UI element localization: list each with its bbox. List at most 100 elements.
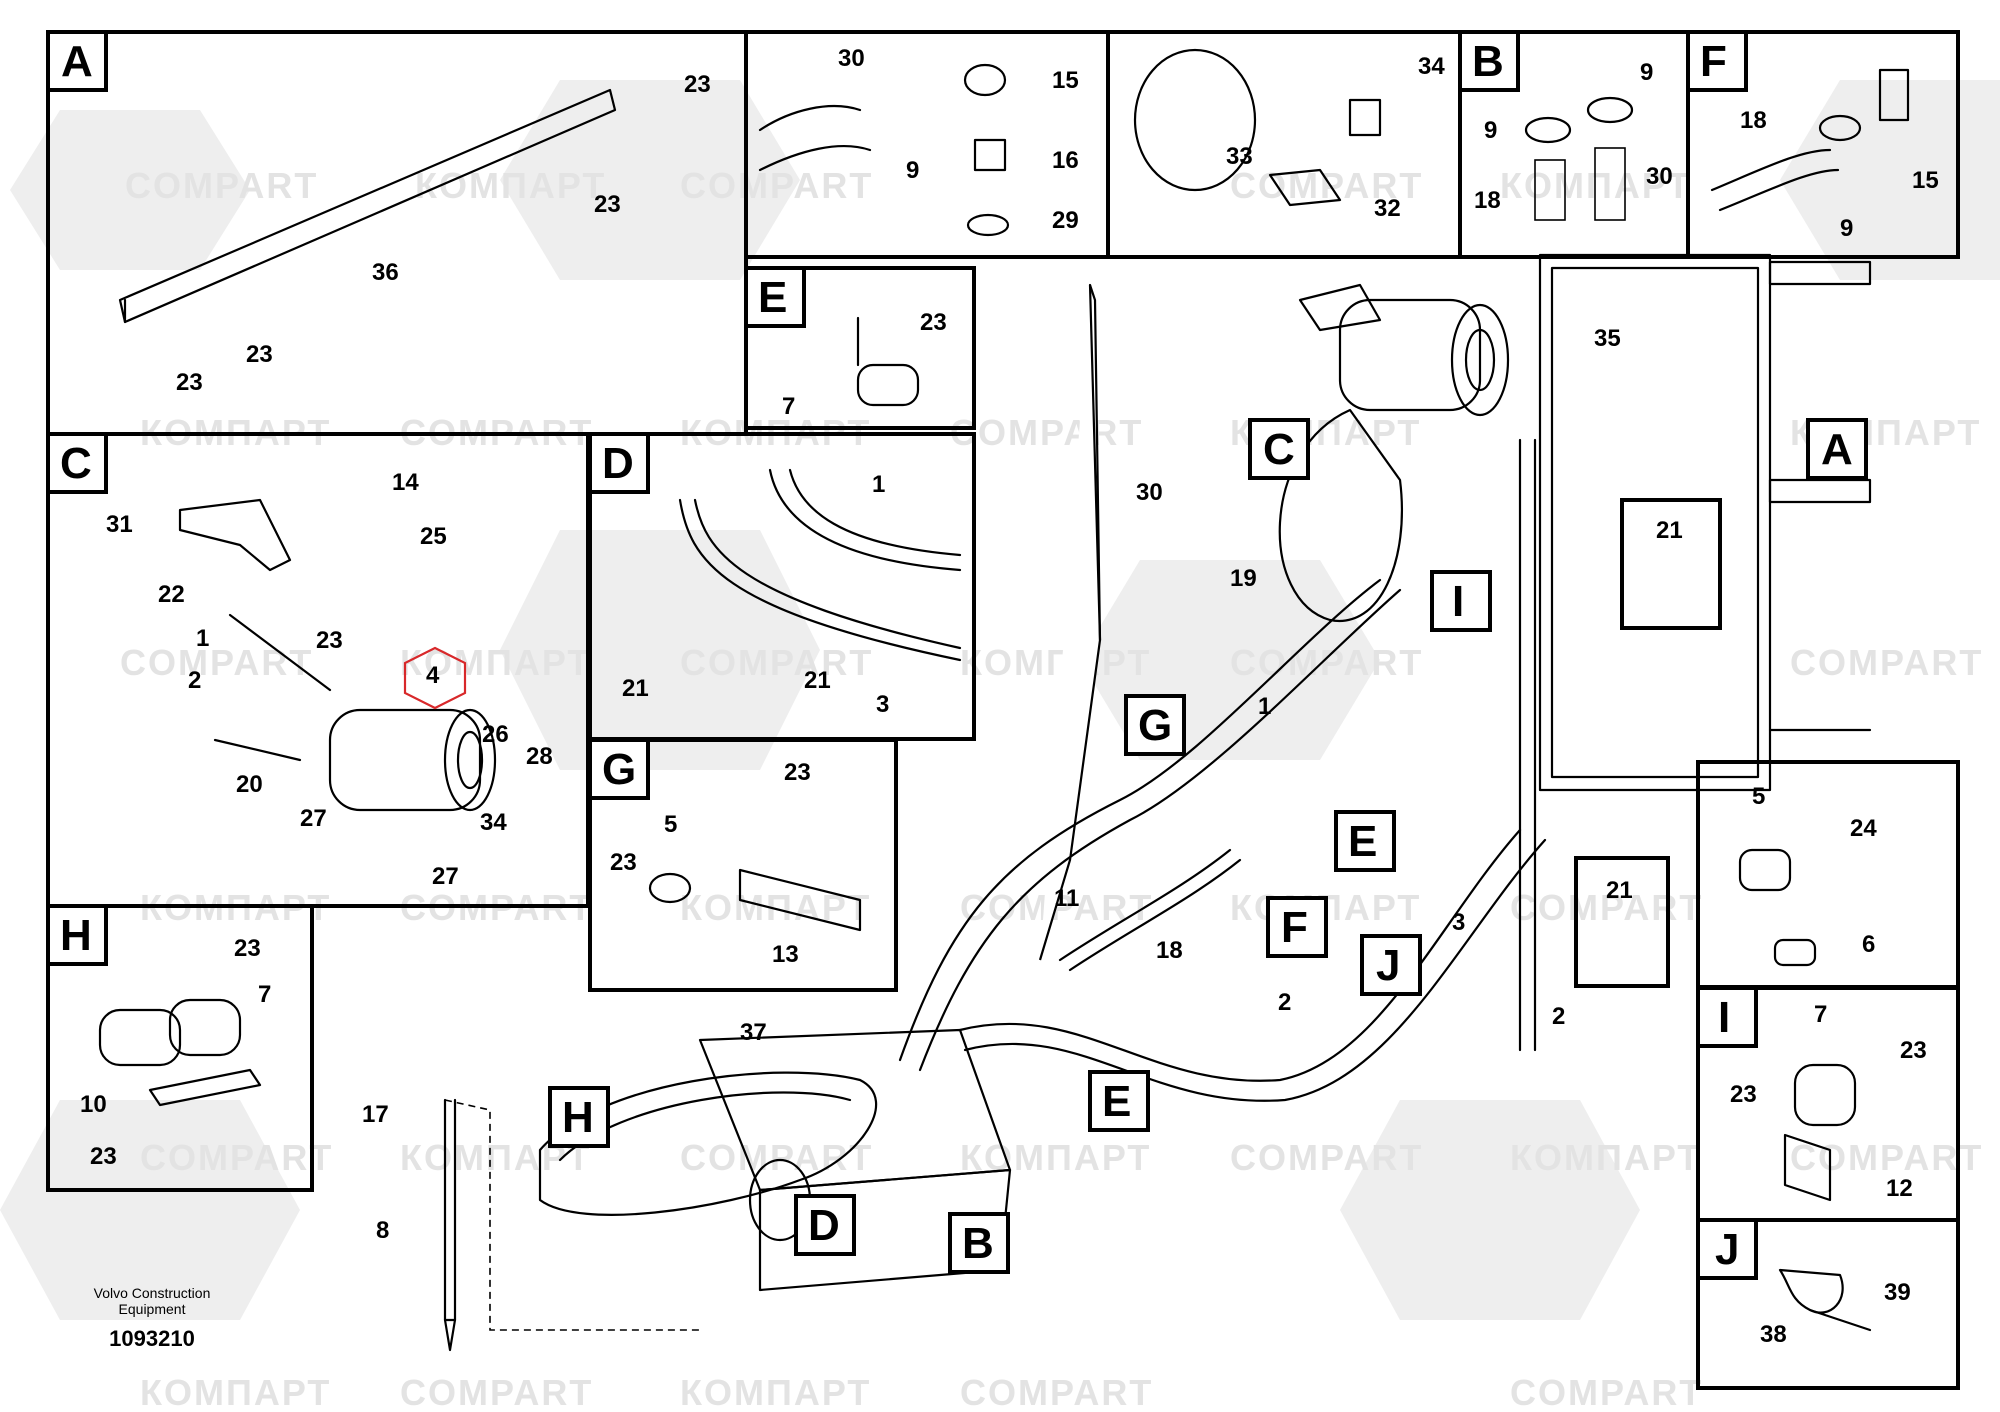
part-label: 1: [872, 471, 885, 498]
panel-h: H 23 7 10 23: [46, 904, 314, 1192]
panel-letter: C: [60, 439, 92, 488]
part-label: 28: [526, 743, 553, 770]
callout-letter: A: [1821, 425, 1853, 474]
watermark-text: КОМПАРТ: [1510, 1137, 1701, 1178]
part-label: 23: [1730, 1081, 1757, 1108]
part-label: 23: [920, 309, 947, 336]
watermark-text: COMPART: [960, 1372, 1153, 1412]
part-label: 30: [1136, 479, 1163, 506]
part-label: 38: [1760, 1321, 1787, 1348]
part-label: 2: [1278, 989, 1291, 1016]
part-label: 9: [1840, 215, 1853, 242]
panel-f: F 18 15 9: [1686, 30, 1960, 259]
part-label: 35: [1594, 325, 1621, 352]
part-label: 27: [432, 863, 459, 890]
part-label: 11: [1054, 885, 1079, 912]
watermark-text: COMPART: [1790, 1137, 1983, 1178]
part-label: 23: [784, 759, 811, 786]
part-label: 2: [188, 667, 201, 694]
watermark-text: COMPART: [1230, 165, 1423, 206]
callout-letter: B: [962, 1219, 994, 1268]
panel-letter: F: [1700, 37, 1727, 86]
part-label: 27: [300, 805, 327, 832]
part-label: 36: [372, 259, 399, 286]
part-label: 21: [804, 667, 831, 694]
condenser: [1538, 253, 1772, 792]
watermark-text: КОМПАРТ: [680, 887, 871, 928]
panel-letter: G: [602, 745, 636, 794]
part-label: 7: [1814, 1001, 1827, 1028]
part-label: 8: [376, 1217, 389, 1244]
part-label: 16: [1052, 147, 1079, 174]
callout-letter: I: [1452, 577, 1464, 626]
part-label: 7: [258, 981, 271, 1008]
panel-hose-fitting: 30 15 9 16 29: [744, 30, 1110, 259]
part-label: 23: [90, 1143, 117, 1170]
part-label: 22: [158, 581, 185, 608]
part-label: 20: [236, 771, 263, 798]
part-label: 13: [772, 941, 799, 968]
main-labels: 35 30 19 21 1 21 3 11 18 2 2 37 17 8: [362, 325, 1683, 1244]
part-label: 34: [1418, 53, 1445, 80]
part-label: 34: [480, 809, 507, 836]
part-label: 18: [1156, 937, 1183, 964]
watermark-text: COMPART: [1790, 642, 1983, 683]
panel-letter: D: [602, 439, 634, 488]
watermark-text: COMPART: [140, 1137, 333, 1178]
part-label: 29: [1052, 207, 1079, 234]
callout-letter: E: [1102, 1077, 1131, 1126]
part-label: 39: [1884, 1279, 1911, 1306]
panel-sensor: 34 33 32: [1106, 30, 1462, 259]
part-label: 30: [1646, 163, 1673, 190]
part-label: 24: [1850, 815, 1877, 842]
panel-b: B 9 9 18 30: [1458, 30, 1690, 259]
part-label: 7: [782, 393, 795, 420]
part-label: 33: [1226, 143, 1253, 170]
watermark-text: COMPART: [680, 1137, 873, 1178]
panel-letter: H: [60, 911, 92, 960]
part-label: 30: [838, 45, 865, 72]
callout-letter: J: [1376, 941, 1400, 990]
callout-letter: F: [1281, 903, 1308, 952]
panel-letter: J: [1715, 1225, 1739, 1274]
hose-30: [1038, 283, 1102, 961]
watermark-text: COMPART: [400, 1372, 593, 1412]
callout-letter: D: [808, 1201, 840, 1250]
callout-letter: G: [1138, 701, 1172, 750]
panel-letter: B: [1472, 37, 1504, 86]
watermark-text: COMPART: [120, 642, 313, 683]
part-label: 23: [246, 341, 273, 368]
part-label: 9: [1484, 117, 1497, 144]
callout-letter: C: [1263, 425, 1295, 474]
part-label: 21: [622, 675, 649, 702]
part-label: 23: [176, 369, 203, 396]
part-label: 6: [1862, 931, 1875, 958]
part-label: 3: [876, 691, 889, 718]
watermark-text: КОМПАРТ: [680, 1372, 871, 1412]
hose-2: [958, 828, 1547, 1102]
part-label: 23: [684, 71, 711, 98]
watermark-text: COMPART: [680, 642, 873, 683]
panel-e: E 23 7: [744, 266, 976, 430]
panel-i: I 7 23 23 12: [1696, 986, 1960, 1222]
footer: Volvo Construction Equipment 1093210: [94, 1285, 211, 1351]
watermark-text: КОМПАРТ: [415, 165, 606, 206]
hose-1: [898, 578, 1402, 1072]
panel-clamp-sensor: 5 24 6: [1696, 760, 1960, 989]
main-assembly: [443, 253, 1872, 1352]
part-label: 3: [1452, 909, 1465, 936]
part-label: 2: [1552, 1003, 1565, 1030]
part-label: 23: [594, 191, 621, 218]
part-label: 1: [1258, 693, 1271, 720]
part-label: 9: [906, 157, 919, 184]
part-label: 1: [196, 625, 209, 652]
publisher-line1: Volvo Construction: [94, 1285, 211, 1301]
part-label: 17: [362, 1101, 389, 1128]
part-label: 31: [106, 511, 133, 538]
callout-letter: E: [1348, 817, 1377, 866]
part-label: 21: [1606, 877, 1633, 904]
hose-3: [1518, 438, 1537, 1052]
main-callouts: C A I G E F J E H D B: [548, 418, 1868, 1274]
watermark-text: COMPART: [125, 165, 318, 206]
